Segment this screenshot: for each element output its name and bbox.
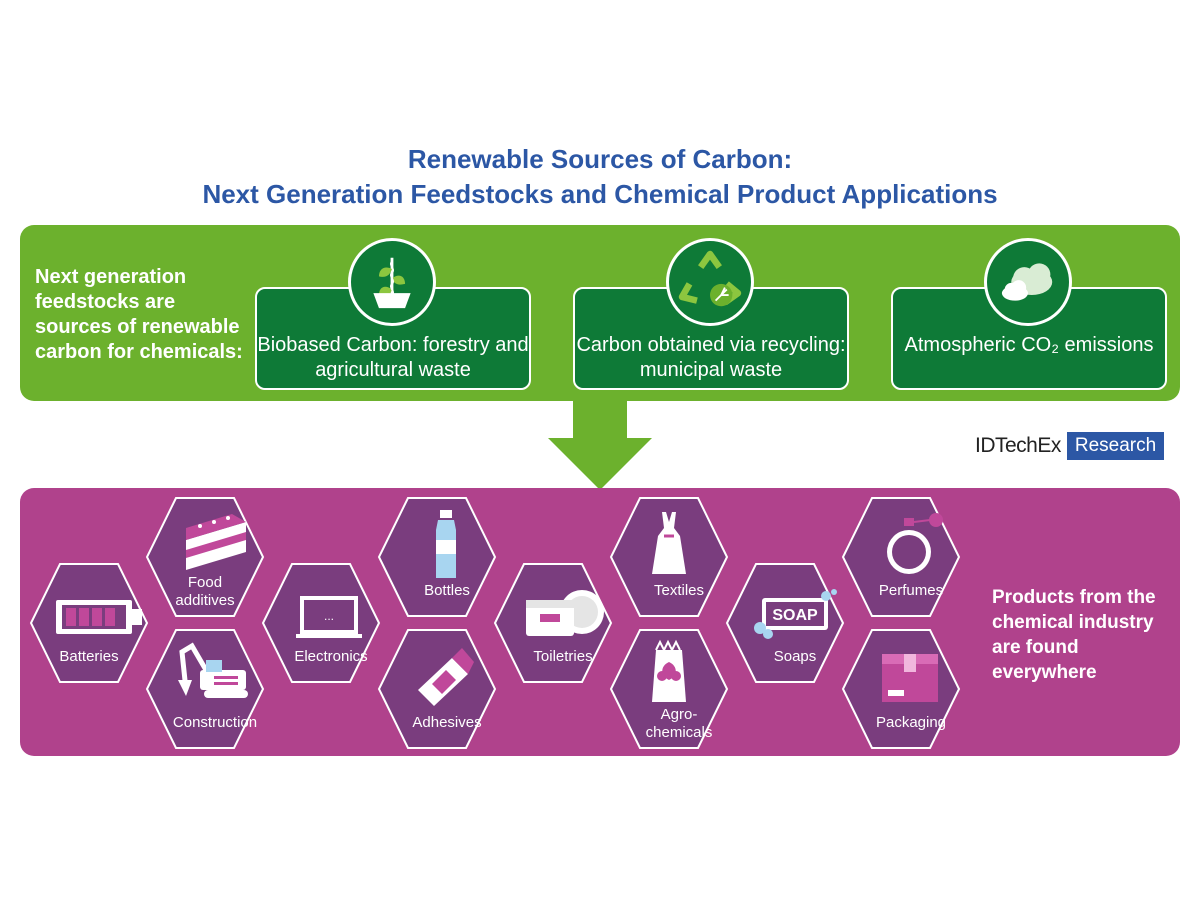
product-label-food-additives: Food additives <box>145 574 265 610</box>
soap-text: SOAP <box>772 607 818 624</box>
plant-pot-icon <box>348 238 436 326</box>
glue-tube-icon <box>418 648 474 706</box>
svg-text:...: ... <box>324 609 334 623</box>
down-arrow <box>548 398 652 490</box>
cream-jar-icon <box>526 590 604 636</box>
feedstocks-intro: Next generation feedstocks are sources o… <box>35 266 243 363</box>
feedstock-box-biobased: Biobased Carbon: forestry and agricultur… <box>255 287 531 390</box>
excavator-icon <box>178 642 248 698</box>
fertilizer-bag-icon <box>652 639 686 702</box>
brand-logo: IDTechEx Research <box>975 432 1165 460</box>
product-label-agrochemicals: Agro-chemicals <box>619 706 739 742</box>
battery-icon <box>56 600 142 634</box>
product-label-toiletries: Toiletries <box>533 648 593 665</box>
brand-tag: Research <box>1066 432 1165 460</box>
product-label-adhesives: Adhesives <box>412 714 482 731</box>
product-label-agrochemicals-text: Agro-chemicals <box>645 706 713 741</box>
product-label-packaging: Packaging <box>875 714 947 731</box>
feedstock-label-recycling: Carbon obtained via recycling: municipal… <box>576 334 846 381</box>
box-icon <box>882 654 938 702</box>
brand-name: IDTechEx <box>975 434 1061 457</box>
product-label-food-additives-text: Food additives <box>175 574 235 609</box>
diagram-title-line2: Next Generation Feedstocks and Chemical … <box>202 179 998 209</box>
diagram-title-line1: Renewable Sources of Carbon: <box>407 144 793 174</box>
perfume-icon <box>887 513 943 574</box>
bottle-icon <box>436 510 456 578</box>
product-label-bottles: Bottles <box>424 582 470 599</box>
cake-icon <box>186 514 246 570</box>
products-summary: Products from the chemical industry are … <box>992 587 1156 683</box>
dress-icon <box>652 512 686 574</box>
feedstock-label-biobased: Biobased Carbon: forestry and agricultur… <box>257 334 529 381</box>
recycle-icon <box>666 238 754 326</box>
product-label-construction: Construction <box>172 714 258 731</box>
product-label-soaps: Soaps <box>773 648 817 665</box>
product-label-electronics: Electronics <box>294 648 368 665</box>
product-label-batteries: Batteries <box>59 648 119 665</box>
cloud-icon <box>984 238 1072 326</box>
feedstock-label-co2: Atmospheric CO₂ emissions <box>904 334 1154 356</box>
soap-icon: SOAP <box>754 589 837 639</box>
product-label-textiles: Textiles <box>653 582 705 599</box>
laptop-icon: ... <box>296 596 362 638</box>
product-label-perfumes: Perfumes <box>878 582 944 599</box>
